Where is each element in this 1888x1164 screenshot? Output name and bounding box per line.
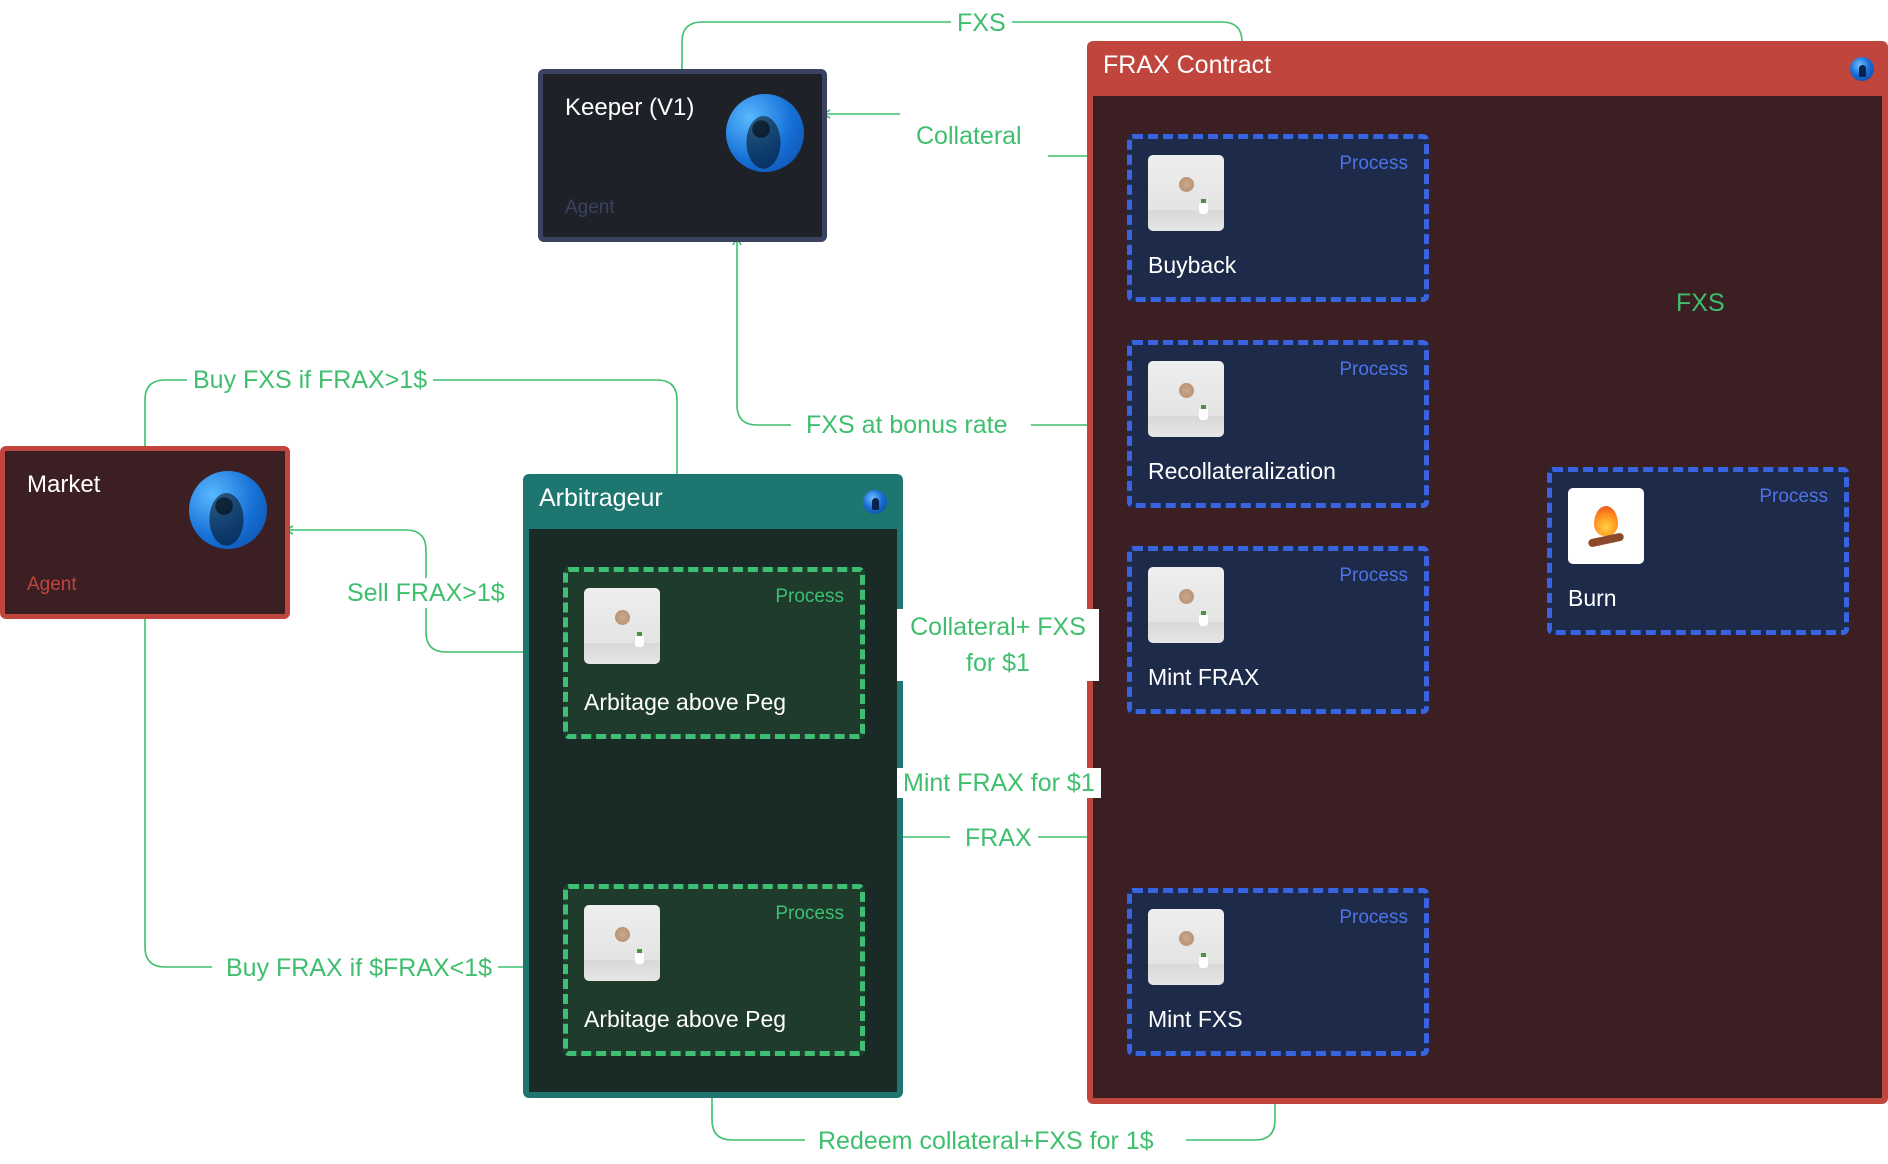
market-agent[interactable]: Market Agent — [0, 446, 290, 619]
avatar-icon — [189, 471, 267, 549]
process-label: Recollateralization — [1148, 458, 1336, 484]
process-burn[interactable]: Process Burn — [1547, 467, 1849, 635]
arbitrageur-container[interactable]: Arbitrageur Process Arbitage above Peg P… — [523, 474, 903, 1098]
process-tag: Process — [1339, 359, 1408, 380]
edge-label-collateral-fxs: Collateral+ FXS for $1 — [897, 609, 1099, 681]
process-mint-fxs[interactable]: Process Mint FXS — [1127, 888, 1429, 1056]
thumbnail-icon — [1148, 909, 1224, 985]
process-label: Burn — [1568, 585, 1617, 611]
edge-label-sell-frax: Sell FRAX>1$ — [341, 578, 511, 608]
frax-contract-title: FRAX Contract — [1103, 51, 1272, 79]
frax-contract-container[interactable]: FRAX Contract Process Buyback Process Re… — [1087, 41, 1888, 1104]
process-label: Arbitage above Peg — [584, 1006, 787, 1032]
process-label: Buyback — [1148, 252, 1237, 278]
fire-icon — [1568, 488, 1644, 564]
keeper-subtitle: Agent — [565, 197, 615, 218]
edge-label-frax: FRAX — [959, 823, 1038, 853]
process-label: Mint FRAX — [1148, 664, 1260, 690]
process-tag: Process — [1339, 907, 1408, 928]
avatar-icon — [726, 94, 804, 172]
process-tag: Process — [1339, 565, 1408, 586]
market-subtitle: Agent — [27, 574, 77, 595]
edge-label-fxs-right: FXS — [1670, 288, 1731, 318]
process-tag: Process — [1339, 153, 1408, 174]
edge-fxs-bonus — [737, 238, 1127, 426]
edge-label-buy-fxs: Buy FXS if FRAX>1$ — [187, 365, 434, 395]
edge-buy-frax — [144, 617, 564, 967]
thumbnail-icon — [584, 905, 660, 981]
edge-label-fxs-bonus: FXS at bonus rate — [800, 410, 1014, 440]
edge-redeem — [712, 1050, 1276, 1141]
arbitrageur-header: Arbitrageur — [523, 474, 903, 529]
process-mint-frax[interactable]: Process Mint FRAX — [1127, 546, 1429, 714]
keeper-title: Keeper (V1) — [565, 94, 695, 121]
process-buyback[interactable]: Process Buyback — [1127, 134, 1429, 302]
thumbnail-icon — [1148, 155, 1224, 231]
market-title: Market — [27, 471, 101, 498]
thumbnail-icon — [1148, 361, 1224, 437]
globe-icon — [863, 490, 887, 514]
thumbnail-icon — [1148, 567, 1224, 643]
edge-label-mint-frax: Mint FRAX for $1 — [897, 768, 1101, 798]
globe-icon — [1850, 57, 1874, 81]
process-tag: Process — [775, 586, 844, 607]
process-label: Mint FXS — [1148, 1006, 1243, 1032]
edge-label-redeem: Redeem collateral+FXS for 1$ — [812, 1126, 1160, 1156]
thumbnail-icon — [584, 588, 660, 664]
process-arbitrage-above-peg-1[interactable]: Process Arbitage above Peg — [563, 567, 865, 739]
process-tag: Process — [1759, 486, 1828, 507]
arbitrageur-title: Arbitrageur — [539, 484, 663, 512]
edge-label-fxs-top: FXS — [951, 8, 1012, 38]
process-label: Arbitage above Peg — [584, 689, 787, 715]
process-recollateralization[interactable]: Process Recollateralization — [1127, 340, 1429, 508]
process-tag: Process — [775, 903, 844, 924]
edge-label-buy-frax: Buy FRAX if $FRAX<1$ — [220, 953, 499, 983]
frax-contract-header: FRAX Contract — [1087, 41, 1888, 96]
process-arbitrage-above-peg-2[interactable]: Process Arbitage above Peg — [563, 884, 865, 1056]
edge-label-collateral: Collateral — [910, 121, 1028, 151]
keeper-agent[interactable]: Keeper (V1) Agent — [538, 69, 827, 242]
